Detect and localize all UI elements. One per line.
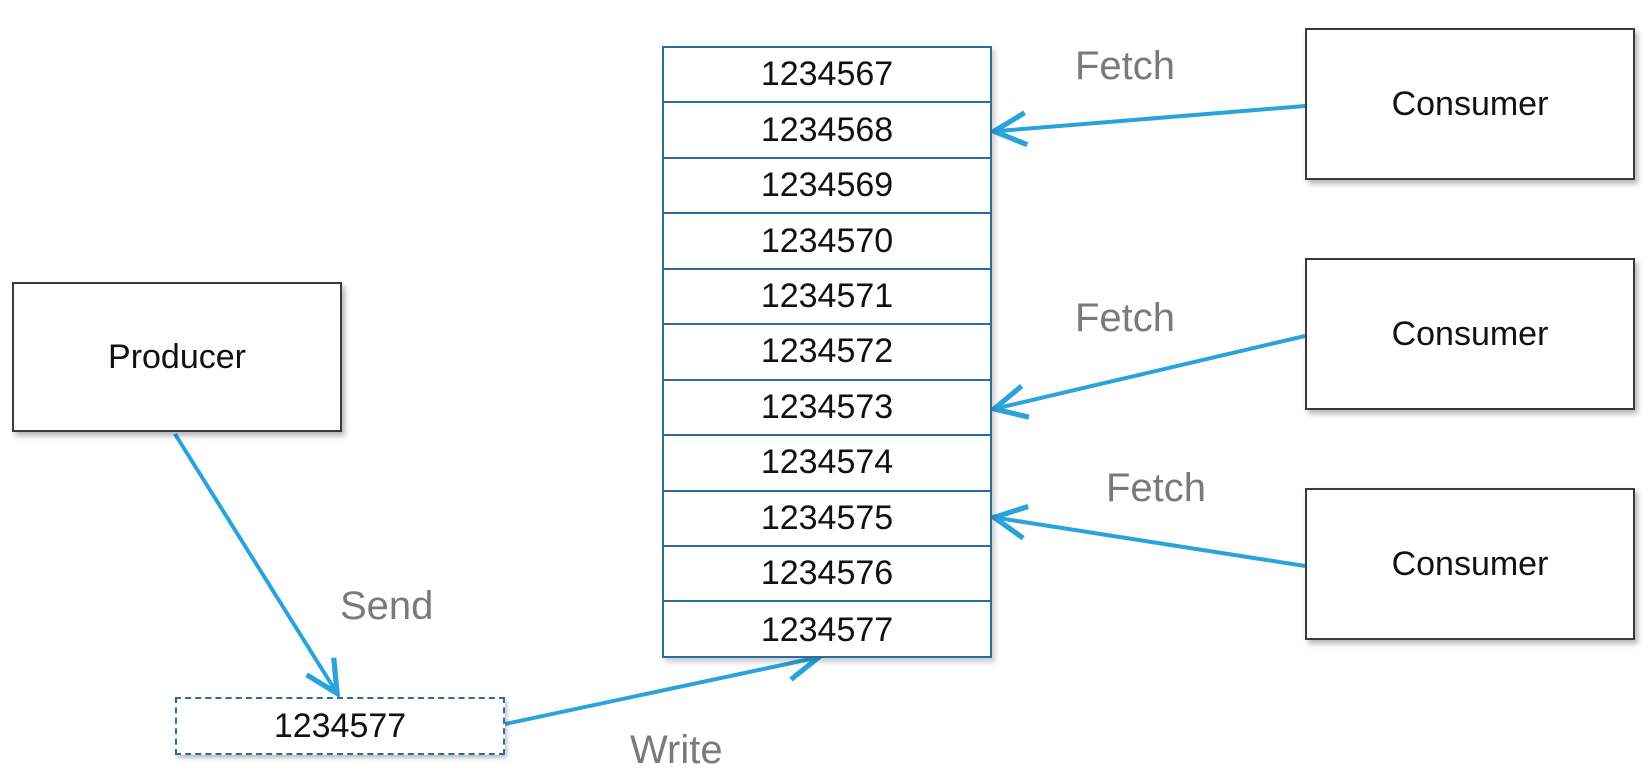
write-label: Write xyxy=(630,728,723,772)
consumer-label: Consumer xyxy=(1391,544,1549,583)
log-entry-offset: 1234576 xyxy=(760,554,894,593)
log-entry: 1234569 xyxy=(664,159,990,215)
producer-box: Producer xyxy=(12,282,342,432)
log-entry-offset: 1234567 xyxy=(760,55,894,94)
send-label: Send xyxy=(340,584,434,628)
log-entry: 1234573 xyxy=(664,381,990,437)
log-entry-offset: 1234574 xyxy=(760,443,894,482)
fetch-label-2: Fetch xyxy=(1075,296,1176,340)
fetch-label-3: Fetch xyxy=(1106,466,1207,510)
log-entry-offset: 1234577 xyxy=(760,610,894,649)
write-arrow xyxy=(504,658,815,726)
log-entry-offset: 1234571 xyxy=(760,276,894,315)
log-partition: 1234567 1234568 1234569 1234570 1234571 … xyxy=(662,46,992,658)
fetch-arrow-2 xyxy=(998,334,1306,408)
log-entry-offset: 1234569 xyxy=(760,166,894,205)
consumer-box-1: Consumer xyxy=(1305,28,1635,180)
log-entry: 1234571 xyxy=(664,270,990,326)
log-entry: 1234572 xyxy=(664,325,990,381)
consumer-label: Consumer xyxy=(1391,314,1549,353)
log-entry-offset: 1234575 xyxy=(760,498,894,537)
consumer-box-3: Consumer xyxy=(1305,488,1635,640)
log-entry: 1234577 xyxy=(664,602,990,657)
fetch-label-1: Fetch xyxy=(1075,44,1176,88)
fetch-arrow-3 xyxy=(998,518,1306,568)
send-arrow xyxy=(173,432,335,690)
log-entry-offset: 1234570 xyxy=(760,221,894,260)
consumer-box-2: Consumer xyxy=(1305,258,1635,410)
log-entry-offset: 1234572 xyxy=(760,332,894,371)
log-entry: 1234570 xyxy=(664,214,990,270)
log-entry-offset: 1234573 xyxy=(760,387,894,426)
producer-label: Producer xyxy=(108,337,246,376)
pending-message-box: 1234577 xyxy=(175,697,505,755)
log-entry: 1234574 xyxy=(664,436,990,492)
pending-message-offset: 1234577 xyxy=(273,706,407,745)
log-entry: 1234567 xyxy=(664,48,990,104)
fetch-arrow-1 xyxy=(998,104,1306,131)
log-entry: 1234575 xyxy=(664,492,990,547)
log-entry: 1234576 xyxy=(664,547,990,603)
log-entry-offset: 1234568 xyxy=(760,110,894,149)
consumer-label: Consumer xyxy=(1391,84,1549,123)
log-entry: 1234568 xyxy=(664,103,990,159)
